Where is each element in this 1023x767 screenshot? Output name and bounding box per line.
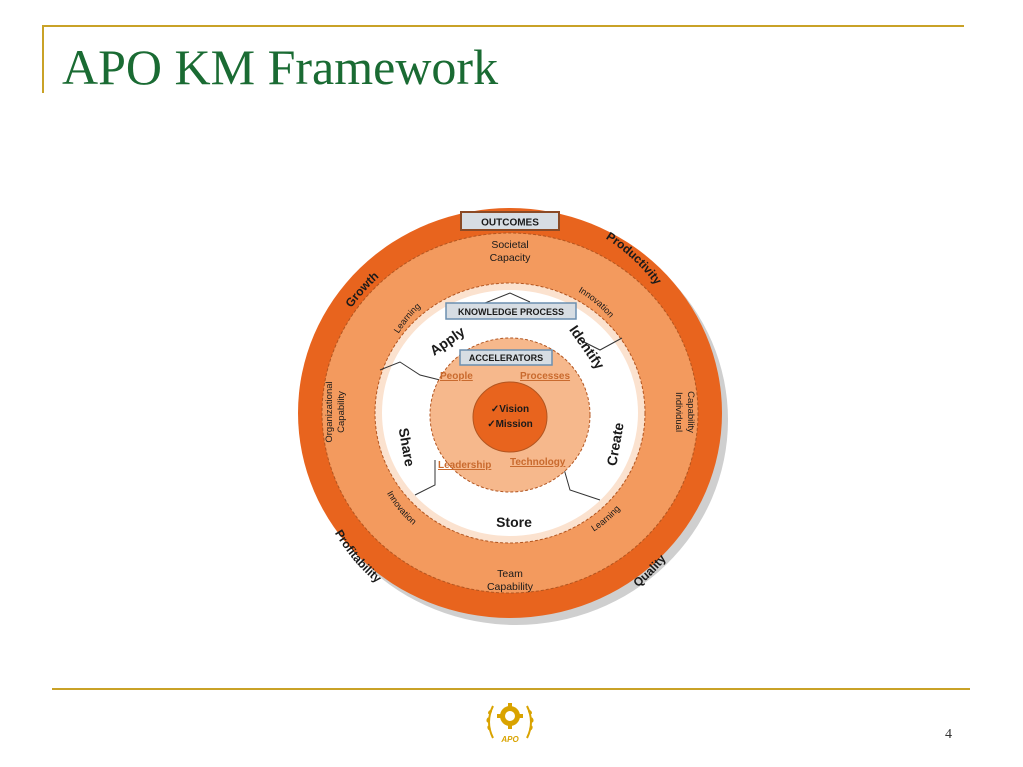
core-circle [472,381,548,453]
logo-text: APO [500,735,519,744]
km-framework-diagram: OUTCOMES KNOWLEDGE PROCESS ACCELERATORS … [298,208,728,625]
store-label: Store [496,514,532,530]
accelerators-header-box [459,349,553,366]
technology-label: Technology [510,457,566,468]
team-capability-line1: Team [497,568,523,580]
bottom-rule [52,688,970,690]
societal-capacity-line1: Societal [491,239,528,251]
page-number: 4 [945,727,952,742]
knowledge-process-header: KNOWLEDGE PROCESS [458,307,564,317]
processes-label: Processes [520,371,570,382]
organizational-capability-line2: Capability [336,391,347,433]
organizational-capability-line1: Organizational [324,381,335,442]
top-rule [42,25,964,27]
individual-capability-line2: Capability [685,391,696,433]
slide-title: APO KM Framework [62,39,499,95]
knowledge-process-header-box [445,302,577,320]
accelerators-header: ACCELERATORS [469,353,543,363]
outcomes-header-box [460,211,560,231]
share-label: Share [396,427,419,468]
societal-capacity-line2: Capacity [490,252,532,264]
create-label: Create [603,421,626,467]
vision-label: ✓Vision [491,404,529,415]
leadership-label: Leadership [438,460,491,471]
team-capability-line2: Capability [487,581,534,593]
individual-capability-line1: Individual [673,392,684,432]
mission-label: ✓Mission [487,419,533,430]
left-accent-rule [42,25,44,93]
logo-right-wreath [526,705,532,739]
people-label: People [440,371,473,382]
apo-logo: APO [486,703,534,744]
outcomes-header: OUTCOMES [481,218,539,229]
logo-left-wreath [488,705,494,739]
